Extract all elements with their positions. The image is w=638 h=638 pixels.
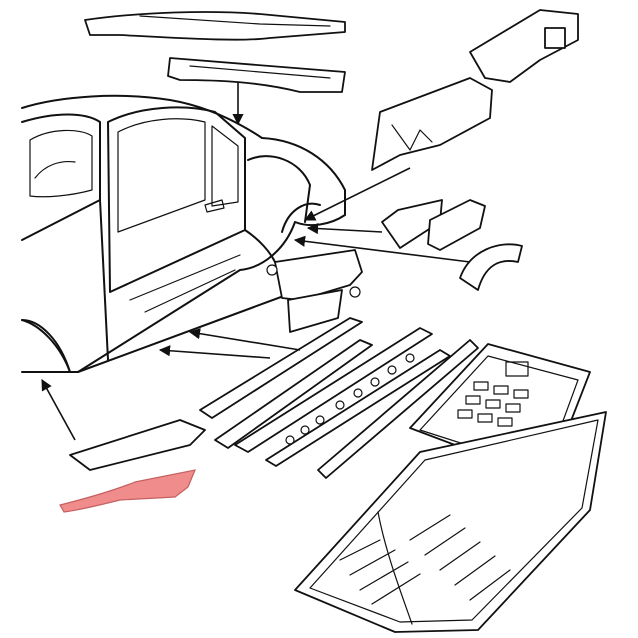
- quarter-panels: [266, 249, 363, 333]
- highlighted-part: [59, 469, 196, 513]
- floor-pan-lower: [294, 411, 607, 633]
- floor-pan-lower-ribs: [339, 514, 511, 605]
- sill-members: [69, 317, 479, 479]
- top-panel: [84, 11, 346, 93]
- floor-pan-upper-slots: [457, 361, 529, 427]
- car-body: [21, 94, 351, 373]
- upper-right-panels: [371, 9, 579, 291]
- perforated-member-holes: [285, 353, 415, 445]
- assembly-arrows: [41, 82, 471, 441]
